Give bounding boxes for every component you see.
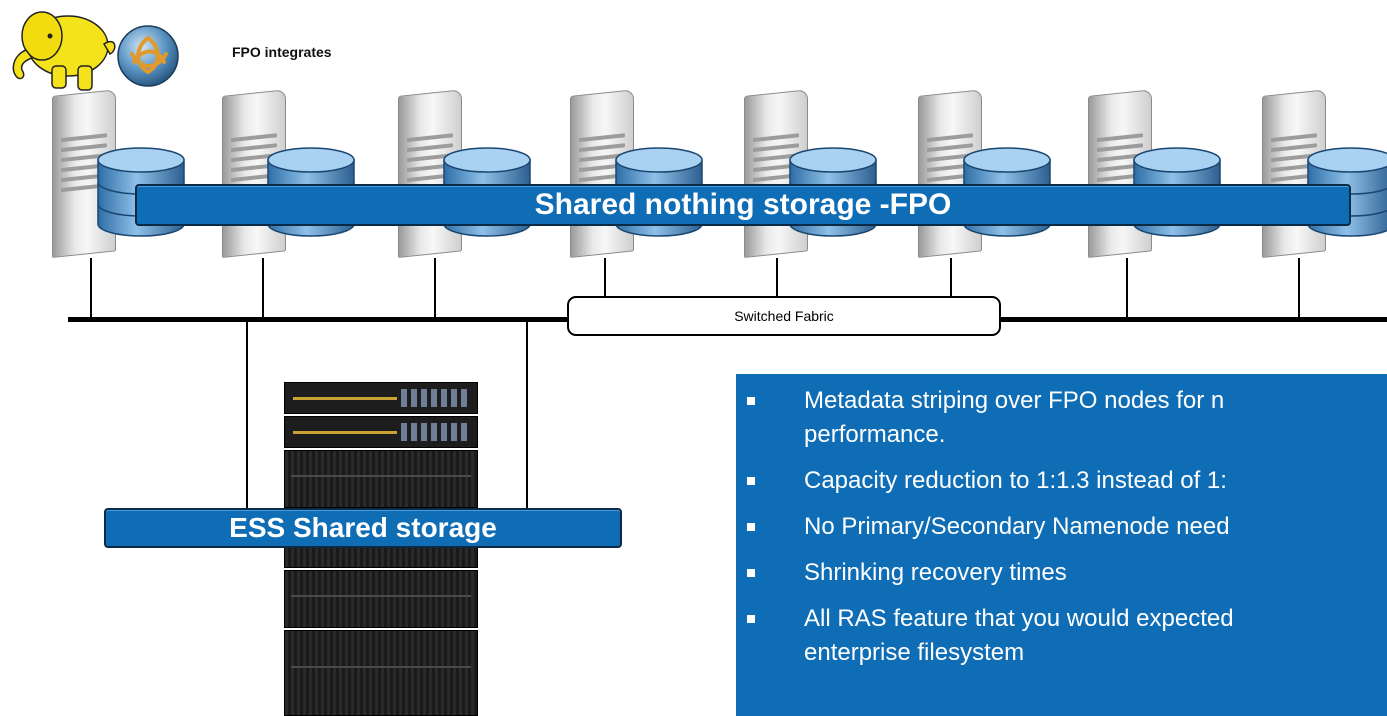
- bullet-icon: [747, 569, 755, 577]
- bullet-icon: [747, 477, 755, 485]
- hadoop-elephant-icon: [12, 11, 116, 91]
- features-panel: Metadata striping over FPO nodes for n p…: [736, 374, 1387, 716]
- switched-fabric-label: Switched Fabric: [567, 296, 1001, 336]
- network-link: [604, 258, 606, 320]
- rack-shelf: [284, 450, 478, 508]
- server-tower-icon: [918, 89, 1051, 262]
- globe-knot-icon: [117, 25, 179, 87]
- ess-storage-banner: ESS Shared storage: [104, 508, 622, 548]
- integrates-label: FPO integrates: [232, 44, 332, 60]
- server-tower-icon: [222, 89, 355, 262]
- rack-shelf: [284, 570, 478, 628]
- server-tower-icon: [398, 89, 531, 262]
- server-tower-icon: [570, 89, 703, 262]
- rack-controller: [284, 382, 478, 414]
- server-tower-icon: [1262, 89, 1387, 262]
- rack-controller: [284, 416, 478, 448]
- fpo-storage-banner: Shared nothing storage -FPO: [135, 184, 1351, 226]
- network-link: [1126, 258, 1128, 320]
- network-link: [950, 258, 952, 320]
- ess-link: [526, 320, 528, 510]
- bullet-icon: [747, 397, 755, 405]
- network-link: [1298, 258, 1300, 320]
- storage-rack-icon: [284, 382, 478, 716]
- ess-link: [246, 320, 248, 510]
- server-tower-icon: [52, 89, 185, 262]
- network-link: [90, 258, 92, 320]
- rack-shelf: [284, 630, 478, 716]
- network-link: [262, 258, 264, 320]
- network-link: [434, 258, 436, 320]
- bullet-icon: [747, 523, 755, 531]
- logo-group: [6, 6, 206, 98]
- bullet-icon: [747, 615, 755, 623]
- server-tower-icon: [1088, 89, 1221, 262]
- network-link: [776, 258, 778, 320]
- server-tower-icon: [744, 89, 877, 262]
